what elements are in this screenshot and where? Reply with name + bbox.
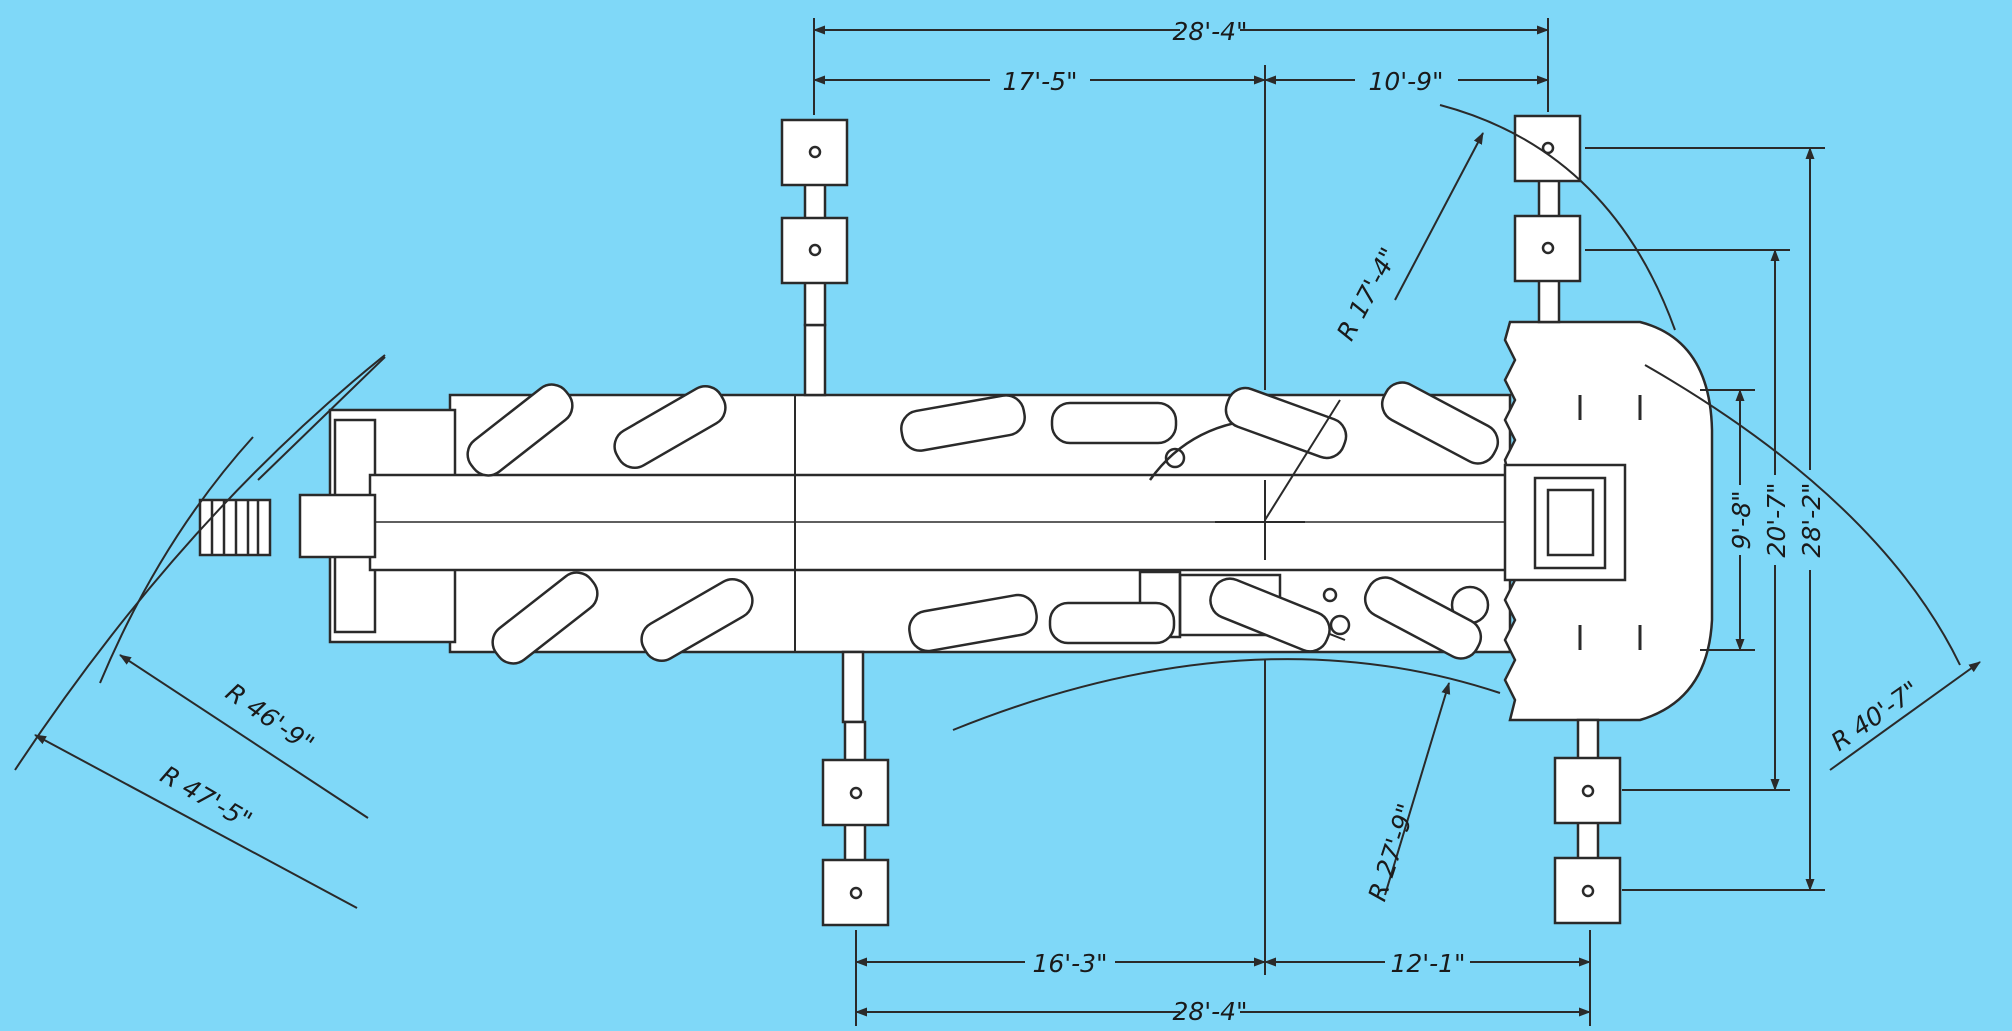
dim-right-outer: 28'-2" [1797,482,1826,557]
radius-label-46-9: R 46'-9" [220,677,319,758]
hook-block [198,498,272,557]
radius-label-27-9: R 27'-9" [1363,800,1422,904]
arc-front-outer [14,354,386,771]
carrier-body [198,320,1714,722]
arc-bottom [952,658,1501,731]
tire [1048,601,1176,645]
tire [1363,576,1483,660]
dimension-lines [14,18,1981,1026]
outriggers [780,114,1622,927]
arc-tailswing [1439,104,1676,331]
boom-head [298,493,377,559]
radius-leader-17-4 [1264,399,1341,521]
radius-leader-27-9 [1384,682,1451,896]
radius-leader-47-5 [34,734,358,909]
dim-bottom-right: 12'-1" [1390,949,1465,978]
tire [1050,401,1178,445]
dim-bottom-left: 16'-3" [1032,949,1107,978]
tire [491,571,599,665]
radius-leader-40-7 [1829,661,1981,771]
arc-front-inner [99,436,254,684]
outrigger-rear-left [1513,114,1582,324]
radius-label-40-7: R 40'-7" [1826,675,1925,756]
dim-top-left: 17'-5" [1002,67,1077,96]
radius-leader-46-9 [119,654,369,819]
tire [640,578,754,662]
outrigger-front-right [821,650,890,927]
outrigger-rear-right [1553,718,1622,925]
dim-top-overall: 28'-4" [1172,17,1247,46]
tires [466,381,1500,665]
tire [908,593,1038,653]
tire [613,385,727,469]
tire [1209,577,1331,653]
tire [1380,381,1500,465]
radius-label-17-4: R 17'-4" [1331,243,1404,345]
tire [900,394,1026,452]
tire [466,383,574,477]
arc-outer-right [1644,364,1961,666]
radius-label-47-5: R 47'-5" [156,760,257,835]
tire [1224,386,1348,460]
dim-top-right: 10'-9" [1368,67,1443,96]
dim-right-inner: 9'-8" [1727,490,1756,549]
dim-right-middle: 20'-7" [1762,482,1791,557]
boom-foot [1503,463,1627,582]
dim-bottom-overall: 28'-4" [1172,997,1247,1026]
outrigger-front-left [780,118,849,397]
